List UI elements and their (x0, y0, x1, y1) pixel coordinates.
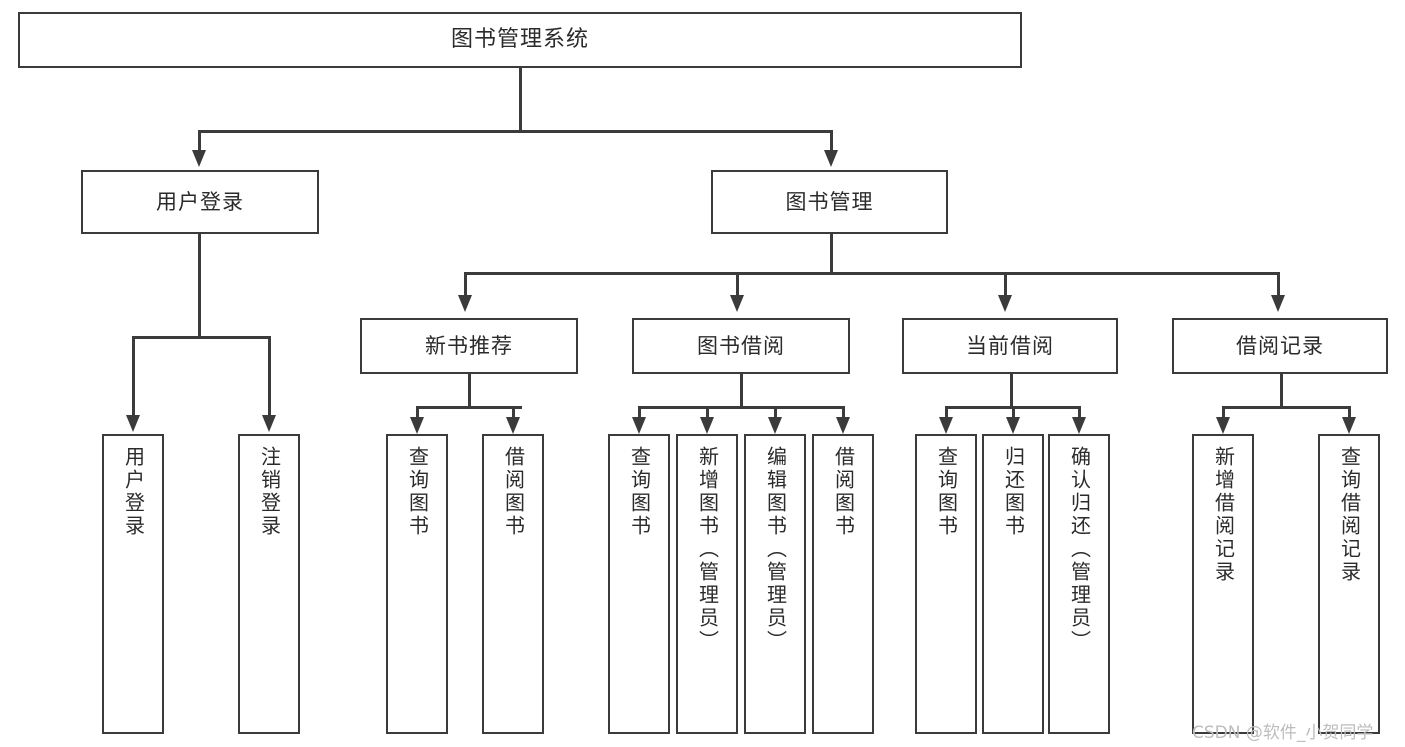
connector-new-book-bus (416, 406, 522, 409)
leaf-borrow-book[interactable]: 借阅图书 (812, 434, 874, 734)
arrow-icon (1216, 417, 1230, 434)
connector-user-login-bus (132, 336, 268, 339)
leaf-return-book[interactable]: 归还图书 (982, 434, 1044, 734)
connector-user-login-leaf-2 (268, 336, 271, 419)
connector-current-borrow-leaf-1 (945, 406, 948, 421)
connector-book-borrow-leaf-4 (842, 406, 845, 421)
arrow-icon (410, 417, 424, 434)
arrow-icon (262, 415, 276, 432)
node-label: 用户登录 (156, 189, 244, 214)
arrow-icon (998, 295, 1012, 312)
arrow-icon (824, 150, 838, 167)
node-label: 查询借阅记录 (1337, 446, 1362, 584)
connector-to-borrow-record (1277, 272, 1280, 299)
leaf-confirm-return-admin[interactable]: 确认归还（管理员） (1048, 434, 1110, 734)
connector-root-bus (198, 130, 832, 133)
leaf-add-borrow-record[interactable]: 新增借阅记录 (1192, 434, 1254, 734)
leaf-borrow-book-recommend[interactable]: 借阅图书 (482, 434, 544, 734)
leaf-user-login[interactable]: 用户登录 (102, 434, 164, 734)
arrow-icon (506, 417, 520, 434)
node-label: 图书管理系统 (450, 27, 589, 52)
leaf-edit-book-admin[interactable]: 编辑图书（管理员） (744, 434, 806, 734)
connector-current-borrow-leaf-3 (1078, 406, 1081, 421)
connector-user-login-leaf-1 (132, 336, 135, 419)
connector-new-book-leaf-1 (416, 406, 419, 421)
connector-borrow-record-bus (1222, 406, 1348, 409)
node-label: 借阅图书 (501, 446, 526, 538)
arrow-icon (1006, 417, 1020, 434)
connector-book-borrow-leaf-1 (638, 406, 641, 421)
connector-book-borrow-leaf-3 (774, 406, 777, 421)
connector-borrow-record-leaf-1 (1222, 406, 1225, 421)
arrow-icon (1271, 295, 1285, 312)
node-label: 归还图书 (1001, 446, 1026, 538)
arrow-icon (730, 295, 744, 312)
node-label: 编辑图书（管理员） (763, 446, 788, 653)
leaf-logout[interactable]: 注销登录 (238, 434, 300, 734)
arrow-icon (939, 417, 953, 434)
leaf-query-book-current[interactable]: 查询图书 (915, 434, 977, 734)
node-label: 确认归还（管理员） (1067, 446, 1092, 653)
connector-to-current-borrow (1004, 272, 1007, 299)
node-label: 新增图书（管理员） (695, 446, 720, 653)
connector-borrow-record-leaf-2 (1348, 406, 1351, 421)
connector-book-borrow-stem (740, 374, 743, 406)
node-label: 当前借阅 (966, 333, 1054, 358)
node-label: 查询图书 (627, 446, 652, 538)
node-label: 查询图书 (934, 446, 959, 538)
node-label: 新书推荐 (425, 333, 513, 358)
node-book-borrow[interactable]: 图书借阅 (632, 318, 850, 374)
node-borrow-record[interactable]: 借阅记录 (1172, 318, 1388, 374)
arrow-icon (126, 415, 140, 432)
arrow-icon (836, 417, 850, 434)
leaf-query-book-borrow[interactable]: 查询图书 (608, 434, 670, 734)
node-label: 图书管理 (785, 189, 874, 214)
arrow-icon (768, 417, 782, 434)
connector-new-book-stem (468, 374, 471, 406)
connector-book-borrow-bus (638, 406, 844, 409)
arrow-icon (458, 295, 472, 312)
connector-root-to-user-login (198, 130, 201, 155)
leaf-query-borrow-record[interactable]: 查询借阅记录 (1318, 434, 1380, 734)
connector-current-borrow-leaf-2 (1012, 406, 1015, 421)
arrow-icon (192, 150, 206, 167)
connector-current-borrow-stem (1010, 374, 1013, 406)
node-book-management[interactable]: 图书管理 (711, 170, 948, 234)
node-label: 注销登录 (257, 446, 282, 538)
connector-root-to-book-manage (830, 130, 833, 155)
arrow-icon (1072, 417, 1086, 434)
arrow-icon (632, 417, 646, 434)
arrow-icon (700, 417, 714, 434)
arrow-icon (1342, 417, 1356, 434)
csdn-watermark: CSDN @软件_小贺同学 (1192, 723, 1374, 743)
node-current-borrow[interactable]: 当前借阅 (902, 318, 1118, 374)
node-label: 查询图书 (405, 446, 430, 538)
connector-to-new-book (464, 272, 467, 299)
node-label: 新增借阅记录 (1211, 446, 1236, 584)
node-root-library-system[interactable]: 图书管理系统 (18, 12, 1022, 68)
connector-new-book-leaf-2 (512, 406, 515, 421)
leaf-query-book-recommend[interactable]: 查询图书 (386, 434, 448, 734)
node-new-book-recommend[interactable]: 新书推荐 (360, 318, 578, 374)
connector-root-stem (519, 68, 522, 130)
node-label: 借阅图书 (831, 446, 856, 538)
connector-book-manage-stem (830, 234, 833, 272)
node-label: 用户登录 (121, 446, 146, 538)
connector-user-login-stem (198, 234, 201, 336)
leaf-add-book-admin[interactable]: 新增图书（管理员） (676, 434, 738, 734)
connector-book-borrow-leaf-2 (706, 406, 709, 421)
node-user-login[interactable]: 用户登录 (81, 170, 319, 234)
connector-book-manage-bus (464, 272, 1280, 275)
connector-borrow-record-stem (1280, 374, 1283, 406)
node-label: 图书借阅 (697, 333, 785, 358)
node-label: 借阅记录 (1236, 333, 1324, 358)
connector-to-book-borrow (736, 272, 739, 299)
